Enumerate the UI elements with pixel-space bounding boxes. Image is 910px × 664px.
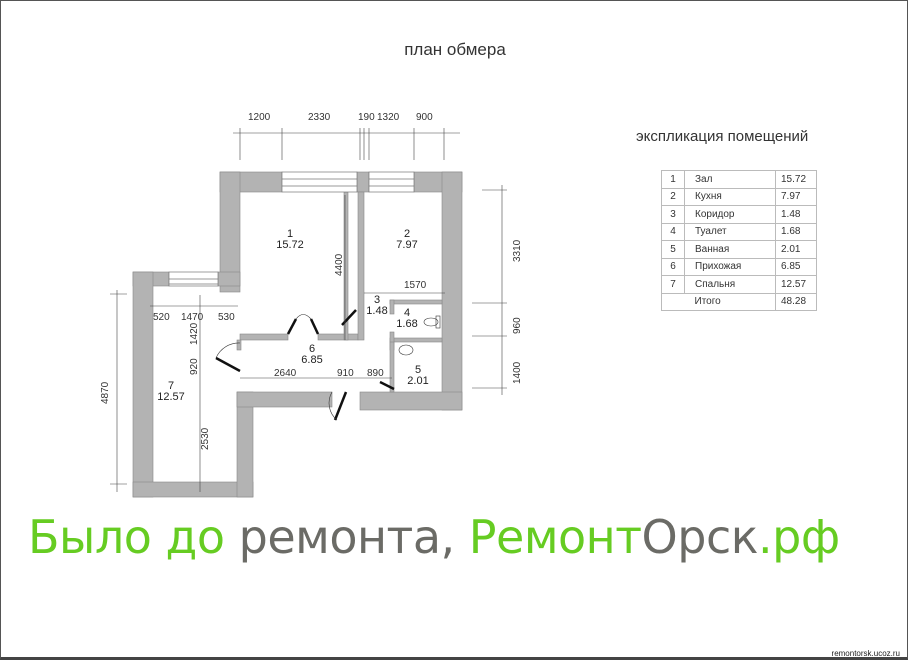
windows bbox=[168, 171, 415, 287]
slogan-part-before: Было до bbox=[28, 510, 239, 564]
svg-text:15.72: 15.72 bbox=[276, 239, 304, 251]
svg-text:6: 6 bbox=[309, 343, 315, 355]
svg-text:5: 5 bbox=[415, 364, 421, 376]
slogan-part-repair: ремонта, bbox=[238, 510, 469, 564]
slogan-brand-rf: .рф bbox=[758, 510, 840, 564]
explication-title: экспликация помещений bbox=[636, 128, 809, 145]
svg-text:1200: 1200 bbox=[248, 112, 271, 123]
svg-text:2640: 2640 bbox=[274, 368, 297, 379]
svg-text:920: 920 bbox=[189, 358, 200, 375]
svg-text:910: 910 bbox=[337, 368, 354, 379]
svg-text:190: 190 bbox=[358, 112, 375, 123]
slogan: Было до ремонта, РемонтОрск.рф bbox=[28, 510, 840, 564]
svg-text:7: 7 bbox=[168, 380, 174, 392]
svg-text:890: 890 bbox=[367, 368, 384, 379]
svg-text:1420: 1420 bbox=[189, 322, 200, 345]
svg-text:960: 960 bbox=[512, 317, 523, 334]
svg-text:520: 520 bbox=[153, 312, 170, 323]
svg-text:4870: 4870 bbox=[100, 381, 111, 404]
svg-text:1: 1 bbox=[287, 228, 293, 240]
svg-text:1400: 1400 bbox=[512, 361, 523, 384]
walls bbox=[132, 171, 463, 498]
svg-text:2530: 2530 bbox=[200, 427, 211, 450]
svg-text:3: 3 bbox=[374, 294, 380, 306]
svg-text:1570: 1570 bbox=[404, 280, 427, 291]
svg-text:1320: 1320 bbox=[377, 112, 400, 123]
doors bbox=[215, 309, 395, 421]
svg-text:1.48: 1.48 bbox=[366, 305, 387, 317]
svg-text:3310: 3310 bbox=[512, 239, 523, 262]
svg-text:530: 530 bbox=[218, 312, 235, 323]
slogan-brand-orsk: Орск bbox=[641, 510, 759, 564]
watermark: remontorsk.ucoz.ru bbox=[831, 649, 900, 658]
dimension-labels: 1200 2330 190 1320 900 3310 960 1400 487… bbox=[100, 112, 523, 450]
svg-text:1470: 1470 bbox=[181, 312, 204, 323]
svg-text:900: 900 bbox=[416, 112, 433, 123]
svg-text:2: 2 bbox=[404, 228, 410, 240]
page-title: план обмера bbox=[404, 40, 506, 59]
svg-text:4: 4 bbox=[404, 307, 410, 319]
svg-text:2.01: 2.01 bbox=[407, 375, 428, 387]
svg-text:2330: 2330 bbox=[308, 112, 331, 123]
svg-text:12.57: 12.57 bbox=[157, 391, 185, 403]
svg-text:7.97: 7.97 bbox=[396, 239, 417, 251]
svg-text:4400: 4400 bbox=[334, 253, 345, 276]
total-area: 48.28 bbox=[775, 292, 817, 311]
svg-text:1.68: 1.68 bbox=[396, 318, 417, 330]
dimension-lines bbox=[110, 128, 507, 492]
svg-text:6.85: 6.85 bbox=[301, 354, 322, 366]
room-labels: 115.72 27.97 31.48 41.68 52.01 66.85 712… bbox=[157, 228, 428, 403]
slogan-brand-remont: Ремонт bbox=[468, 510, 642, 564]
